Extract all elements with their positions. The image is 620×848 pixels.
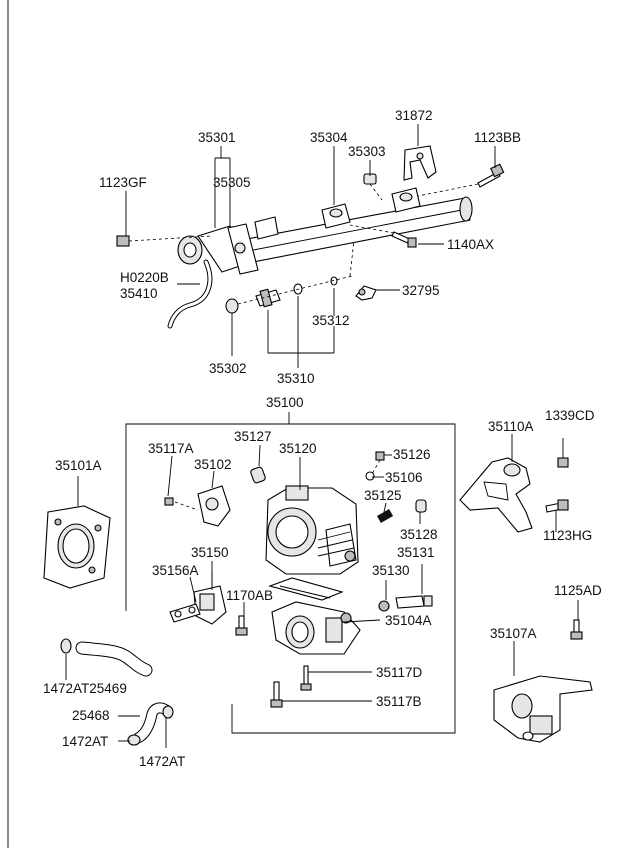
label-1140ax: 1140AX <box>447 237 494 252</box>
label-35125: 35125 <box>364 488 402 503</box>
screw-35126 <box>365 451 385 481</box>
bolt-35117b <box>270 681 283 708</box>
gasket-35101a <box>43 505 111 589</box>
gasket-35104a <box>268 577 344 601</box>
bracket-35110a <box>459 457 533 533</box>
clamp-31872 <box>403 145 437 181</box>
label-35410: 35410 <box>120 286 158 301</box>
bolt-1125ad <box>570 619 583 640</box>
label-35107a: 35107A <box>490 626 537 641</box>
label-35106: 35106 <box>385 470 423 485</box>
bolt-1339cd <box>557 438 569 468</box>
screw-35117a <box>164 497 174 506</box>
label-25468: 25468 <box>72 708 110 723</box>
tps-sensor <box>174 485 231 527</box>
label-35100: 35100 <box>266 395 304 410</box>
label-35101a: 35101A <box>55 458 102 473</box>
label-35117a: 35117A <box>148 441 194 456</box>
label-1125ad: 1125AD <box>554 583 602 598</box>
hose-25469 <box>60 638 153 677</box>
label-35104a: 35104A <box>385 613 432 628</box>
label-35102: 35102 <box>194 457 232 472</box>
grommet-35303 <box>363 173 383 201</box>
label-1123gf: 1123GF <box>99 175 147 190</box>
label-35130: 35130 <box>372 563 410 578</box>
label-35310: 35310 <box>277 371 315 386</box>
part-labels: 35301 35304 31872 1123BB 35303 1123GF 35… <box>43 108 602 769</box>
label-35110a: 35110A <box>488 419 534 434</box>
label-35303: 35303 <box>348 144 386 159</box>
label-35150: 35150 <box>191 545 229 560</box>
label-35305: 35305 <box>213 175 251 190</box>
label-h0220b: H0220B <box>120 270 169 285</box>
label-1123hg: 1123HG <box>543 528 592 543</box>
label-1170ab: 1170AB <box>226 588 273 603</box>
label-35301: 35301 <box>198 130 236 145</box>
label-35131: 35131 <box>397 545 435 560</box>
bracket-32795 <box>355 285 377 301</box>
label-35117b: 35117B <box>376 694 422 709</box>
label-1472at25469: 1472AT25469 <box>43 681 127 696</box>
plug-35127 <box>250 466 266 484</box>
label-1472at-b: 1472AT <box>139 754 185 769</box>
label-1472at-a: 1472AT <box>62 734 108 749</box>
intake-flange <box>271 601 361 655</box>
sensor-35131 <box>378 595 433 612</box>
bolt-1123bb <box>417 163 505 197</box>
bolt-1170ab <box>235 615 248 636</box>
label-35156a: 35156A <box>152 563 199 578</box>
bolt-1140ax <box>349 224 417 248</box>
label-1123bb: 1123BB <box>474 130 521 145</box>
label-35302: 35302 <box>209 361 247 376</box>
bolt-1123hg <box>545 499 569 513</box>
bracket-35107a <box>493 675 593 743</box>
label-31872: 31872 <box>395 108 433 123</box>
label-35312: 35312 <box>312 313 350 328</box>
label-35304: 35304 <box>310 130 348 145</box>
cap-35128 <box>415 499 427 513</box>
label-35126: 35126 <box>393 447 431 462</box>
leader-lines <box>65 124 579 748</box>
bolt-35117d <box>300 665 312 691</box>
label-35127: 35127 <box>234 429 272 444</box>
label-35117d: 35117D <box>376 665 423 680</box>
label-32795: 32795 <box>402 283 440 298</box>
hose-25468 <box>127 702 174 746</box>
spring-35125 <box>376 509 394 523</box>
throttle-body <box>265 485 359 575</box>
label-35128: 35128 <box>400 527 438 542</box>
label-1339cd: 1339CD <box>545 408 595 423</box>
fuel-rail-assembly <box>116 145 505 329</box>
bolt-1123gf <box>116 235 213 247</box>
label-35120: 35120 <box>279 441 317 456</box>
isc-valve <box>169 572 227 625</box>
throttle-body-box <box>231 423 456 734</box>
